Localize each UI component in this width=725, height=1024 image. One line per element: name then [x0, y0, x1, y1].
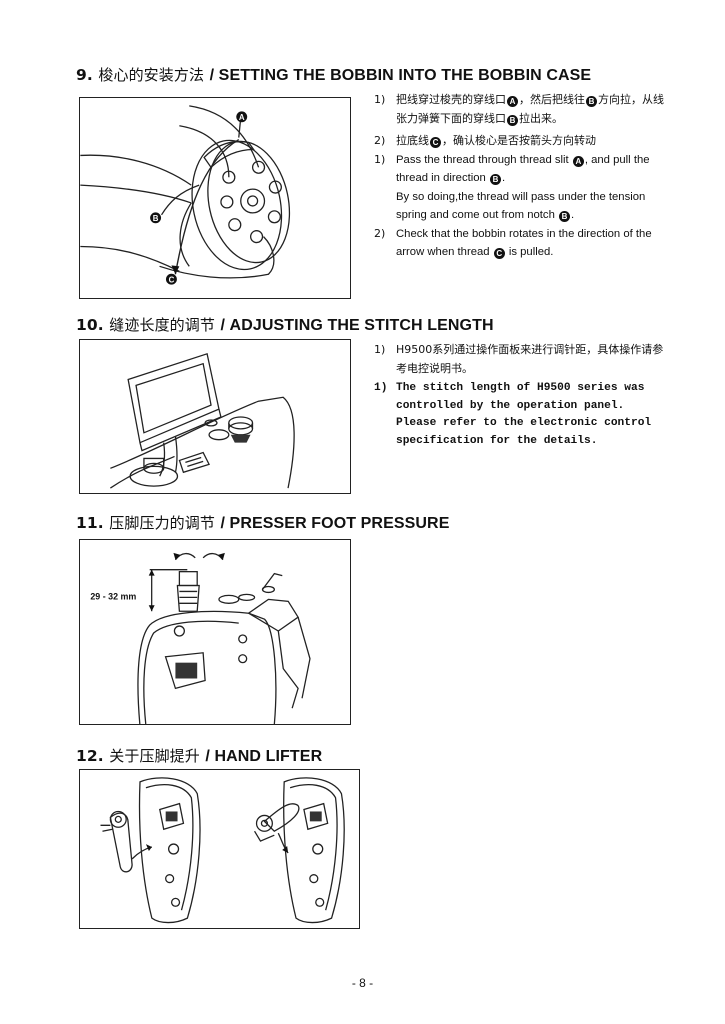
step-9-en-1: 1) Pass the thread through thread slit A…: [374, 152, 650, 222]
section-10-title-en: / ADJUSTING THE STITCH LENGTH: [220, 317, 494, 334]
marker-b-icon: B: [559, 211, 571, 222]
marker-c-label: C: [169, 275, 175, 284]
section-9-title: 9. 梭心的安装方法 / SETTING THE BOBBIN INTO THE…: [76, 64, 591, 85]
section-10-number: 10.: [76, 316, 104, 334]
step-9-en-2: 2) Check that the bobbin rotates in the …: [374, 226, 652, 259]
marker-c-icon: C: [430, 137, 441, 148]
section-11-title-en: / PRESSER FOOT PRESSURE: [220, 515, 450, 532]
section-11-title-zh: 压脚压力的调节: [109, 514, 215, 532]
marker-b-icon: B: [507, 114, 518, 126]
bobbin-illustration-frame: A B C: [79, 97, 351, 299]
operation-panel-illustration: [110, 352, 295, 489]
marker-a-icon: A: [572, 155, 584, 167]
marker-c-icon: C: [493, 248, 505, 259]
section-9-title-en: / SETTING THE BOBBIN INTO THE BOBBIN CAS…: [209, 67, 592, 84]
section-12-title-zh: 关于压脚提升: [109, 747, 200, 765]
section-12-number: 12.: [76, 747, 104, 765]
section-11-title: 11. 压脚压力的调节 / PRESSER FOOT PRESSURE: [76, 512, 449, 533]
section-9-number: 9.: [76, 66, 93, 84]
hand-lifter-illustration-frame: [79, 769, 360, 929]
hand-lifter-illustration: [100, 777, 345, 924]
marker-b-icon: B: [489, 174, 501, 185]
section-12-title: 12. 关于压脚提升 / HAND LIFTER: [76, 745, 322, 766]
section-10-title-zh: 缝迹长度的调节: [109, 316, 215, 334]
section-10-instructions: 1) H9500系列通过操作面板来进行调针距，具体操作请参考电控说明书。 1) …: [374, 341, 674, 450]
dimension-label: 29 - 32 mm: [90, 591, 136, 601]
operation-panel-illustration-frame: [79, 339, 351, 494]
section-12-title-en: / HAND LIFTER: [205, 748, 323, 765]
section-11-number: 11.: [76, 514, 104, 532]
marker-a-icon: A: [507, 96, 518, 107]
section-10-title: 10. 缝迹长度的调节 / ADJUSTING THE STITCH LENGT…: [76, 314, 494, 335]
step-10-zh-1: 1) H9500系列通过操作面板来进行调针距，具体操作请参考电控说明书。: [374, 343, 664, 375]
page-number: - 8 -: [351, 976, 374, 990]
presser-foot-illustration-frame: 29 - 32 mm: [79, 539, 351, 725]
presser-foot-illustration: 29 - 32 mm: [90, 552, 311, 724]
marker-a-label: A: [239, 113, 245, 122]
step-10-en-1: 1) The stitch length of H9500 series was…: [374, 382, 652, 447]
marker-b-label: B: [153, 214, 159, 223]
bobbin-illustration: A B C: [80, 105, 291, 285]
marker-b-icon: B: [586, 96, 597, 107]
section-9-title-zh: 梭心的安装方法: [98, 66, 205, 84]
